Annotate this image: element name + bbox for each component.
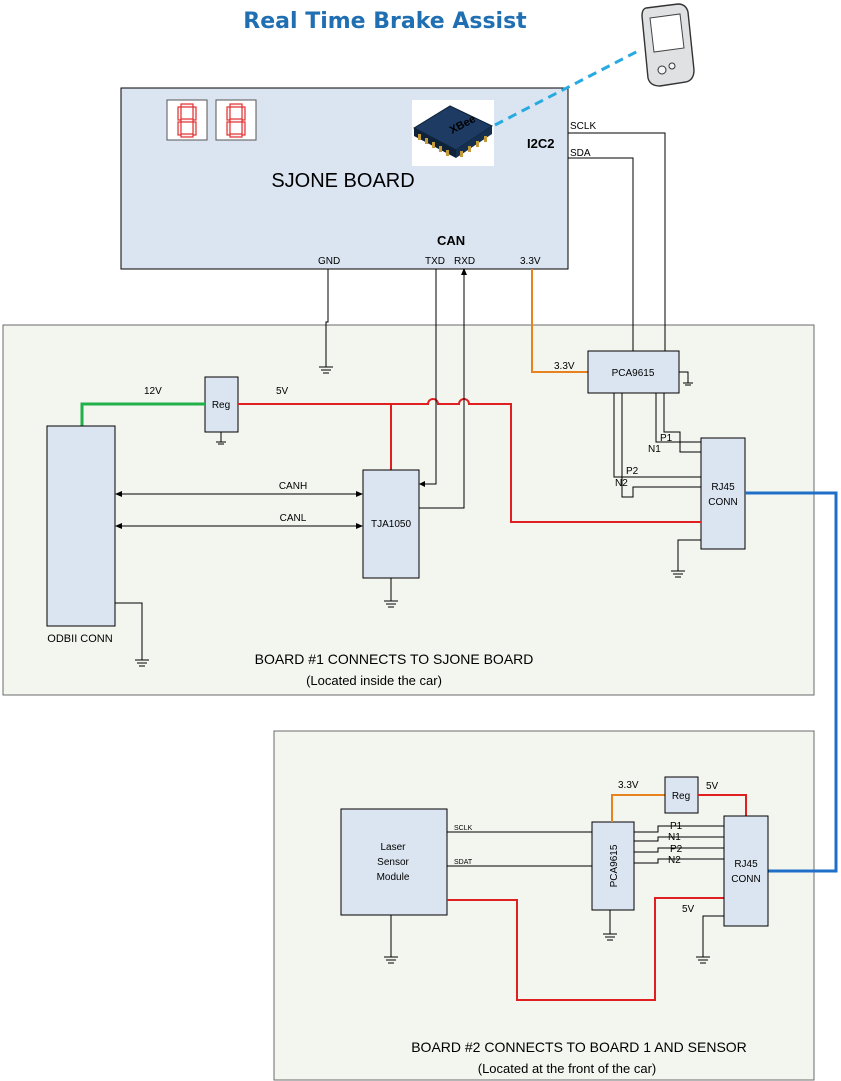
- rj45-conn-board2: [723, 815, 769, 927]
- board1-caption: BOARD #1 CONNECTS TO SJONE BOARD: [255, 651, 534, 667]
- rj45-board1-label2: CONN: [708, 497, 737, 508]
- ground-symbol-icon: [135, 659, 149, 667]
- v5-side-label-board2: 5V: [682, 904, 695, 915]
- n1-label-board2: N1: [668, 832, 681, 843]
- ground-symbol-icon: [696, 956, 710, 964]
- txd-wire: [421, 269, 437, 485]
- odbii-conn: [46, 425, 116, 627]
- rj45-interconnect-cable: [745, 491, 838, 873]
- laser-line1: Laser: [380, 842, 406, 853]
- v33-label-board2: 3.3V: [618, 780, 639, 791]
- rxd-arrow: [461, 268, 467, 275]
- p1-wire-board2: [634, 825, 724, 833]
- gnd-pin-label: GND: [318, 256, 340, 267]
- sclk-wire: [568, 132, 666, 351]
- p2-label-board1: P2: [626, 466, 639, 477]
- pca9615-board2: [591, 821, 635, 911]
- laser-sensor-module: [340, 808, 448, 916]
- n1-wire-board1: [663, 393, 701, 453]
- pca9615-board2-label: PCA9615: [609, 844, 620, 887]
- regulator-board2: [664, 776, 699, 814]
- txd-pin-label: TXD: [425, 256, 445, 267]
- pca1-gnd-wire: [679, 371, 689, 383]
- ground-symbol-icon: [384, 600, 398, 608]
- ground-symbol-icon: [216, 441, 226, 445]
- board1-subcaption: (Located inside the car): [306, 673, 442, 688]
- tja1050-label: TJA1050: [371, 519, 411, 530]
- n2-wire-board2: [634, 858, 724, 864]
- board2-caption: BOARD #2 CONNECTS TO BOARD 1 AND SENSOR: [411, 1039, 747, 1055]
- odbii-label: ODBII CONN: [47, 633, 112, 645]
- p2-wire-board2: [634, 847, 724, 853]
- v5-wire-board1: [238, 398, 701, 523]
- rj45-board2-gnd-wire: [702, 915, 724, 957]
- xbee-module-icon: XBee: [412, 100, 494, 166]
- rj45-board1-label: RJ45: [711, 482, 735, 493]
- ground-symbol-icon: [683, 382, 693, 386]
- sjone-board-label: SJONE BOARD: [271, 170, 414, 192]
- board2-subcaption: (Located at the front of the car): [478, 1061, 657, 1076]
- reg-board1-label: Reg: [212, 400, 230, 411]
- n2-label-board2: N2: [668, 855, 681, 866]
- rj45-board1-gnd-wire: [677, 539, 701, 571]
- txd-arrow: [419, 481, 425, 487]
- sclk-label-board2: SCLK: [454, 825, 473, 832]
- v5-wire-board2: [698, 794, 747, 816]
- v33-label-board1: 3.3V: [554, 361, 575, 372]
- v12-wire: [80, 402, 205, 426]
- laser-line3: Module: [377, 872, 410, 883]
- sdat-label-board2: SDAT: [454, 859, 473, 866]
- p1-label-board2: P1: [670, 821, 683, 832]
- sda-wire: [568, 157, 634, 351]
- ground-symbol-icon: [319, 366, 333, 374]
- ground-symbol-icon: [384, 956, 398, 964]
- rj45-conn-board1: [700, 437, 746, 550]
- canh-label: CANH: [279, 481, 307, 492]
- p1-wire-board1: [655, 393, 701, 443]
- v5-label-board1: 5V: [276, 386, 289, 397]
- rj45-board2-label2: CONN: [731, 874, 760, 885]
- n2-wire-board1: [621, 393, 701, 498]
- reg-board2-label: Reg: [672, 791, 690, 802]
- p2-wire-board1: [613, 393, 701, 478]
- v5-top-label-board2: 5V: [706, 781, 719, 792]
- sda-label: SDA: [570, 148, 591, 159]
- rxd-wire: [419, 271, 465, 509]
- ground-symbol-icon: [603, 933, 617, 941]
- n1-label-board1: N1: [648, 444, 661, 455]
- pca9615-board1-label: PCA9615: [612, 368, 655, 379]
- rxd-pin-label: RXD: [454, 256, 475, 267]
- rj45-board2-label: RJ45: [734, 859, 758, 870]
- pca9615-board1: [587, 350, 680, 394]
- diagram-title: Real Time Brake Assist: [243, 9, 527, 34]
- p1-label-board1: P1: [660, 433, 673, 444]
- v33-wire-board1: [531, 269, 588, 373]
- canl-label: CANL: [280, 513, 307, 524]
- tja1050-chip: [362, 469, 420, 579]
- n1-wire-board2: [634, 836, 724, 842]
- i2c2-label: I2C2: [527, 136, 554, 151]
- v33-pin-label: 3.3V: [520, 256, 541, 267]
- v12-label: 12V: [144, 386, 162, 397]
- n2-label-board1: N2: [615, 478, 628, 489]
- odbii-gnd-wire: [115, 602, 143, 660]
- v5-wire-laser: [447, 897, 724, 1001]
- wireless-link: [494, 48, 641, 127]
- v33-wire-board2: [611, 794, 665, 822]
- sclk-label: SCLK: [570, 121, 596, 132]
- ground-symbol-icon: [671, 570, 685, 578]
- smartphone-icon: [641, 3, 695, 87]
- gnd-wire-sjone: [325, 269, 329, 367]
- seven-segment-display-icon: [166, 99, 257, 141]
- laser-line2: Sensor: [377, 857, 409, 868]
- can-label: CAN: [437, 233, 465, 248]
- p2-label-board2: P2: [670, 844, 683, 855]
